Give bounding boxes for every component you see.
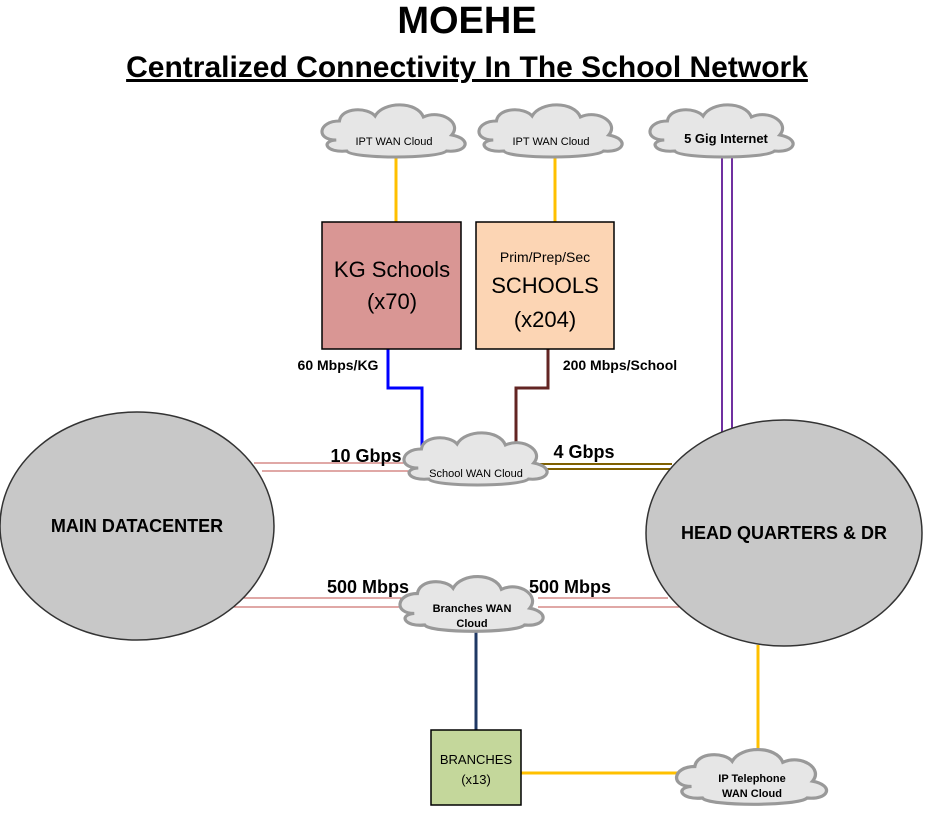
branches-count: (x13) bbox=[461, 772, 491, 787]
dc-branches-wan-label: 500 Mbps bbox=[327, 577, 409, 597]
schools-label: SCHOOLS bbox=[491, 273, 599, 298]
kg-school-wan-link bbox=[386, 349, 424, 453]
schools-levels-label: Prim/Prep/Sec bbox=[500, 249, 590, 265]
page-subtitle: Centralized Connectivity In The School N… bbox=[126, 51, 808, 84]
kg-schools-box bbox=[321, 221, 462, 350]
kg-link-label: 60 Mbps/KG bbox=[298, 357, 379, 373]
ipt-wan-cloud-kg bbox=[320, 103, 467, 159]
schools-school-wan-link bbox=[514, 349, 550, 455]
branches-box bbox=[430, 729, 522, 806]
school-wan-cloud-label: School WAN Cloud bbox=[429, 468, 523, 480]
internet-cloud-label: 5 Gig Internet bbox=[684, 131, 768, 146]
main-datacenter-label: MAIN DATACENTER bbox=[51, 516, 223, 536]
schools-box bbox=[475, 221, 615, 350]
main-datacenter bbox=[0, 411, 275, 641]
head-quarters-dr bbox=[645, 419, 923, 647]
kg-schools-count: (x70) bbox=[367, 289, 417, 314]
dc-school-wan-label: 10 Gbps bbox=[330, 446, 401, 466]
branches-label: BRANCHES bbox=[440, 752, 513, 767]
ipt-wan-cloud-schools-label: IPT WAN Cloud bbox=[512, 136, 589, 148]
branches-wan-cloud-label-2: Cloud bbox=[456, 618, 487, 630]
ip-telephone-wan-cloud-label-2: WAN Cloud bbox=[722, 788, 782, 800]
schools-link-label: 200 Mbps/School bbox=[563, 357, 677, 373]
page-title: MOEHE bbox=[397, 0, 537, 42]
branches-wan-cloud-label-1: Branches WAN bbox=[433, 603, 512, 615]
ipt-wan-cloud-schools bbox=[477, 103, 624, 159]
head-quarters-dr-label: HEAD QUARTERS & DR bbox=[681, 523, 887, 543]
schools-count: (x204) bbox=[514, 307, 576, 332]
hq-branches-wan-label: 500 Mbps bbox=[529, 577, 611, 597]
hq-school-wan-label: 4 Gbps bbox=[553, 442, 614, 462]
ip-telephone-wan-cloud-label-1: IP Telephone bbox=[718, 773, 785, 785]
ipt-wan-cloud-kg-label: IPT WAN Cloud bbox=[355, 136, 432, 148]
kg-schools-label: KG Schools bbox=[334, 257, 450, 282]
